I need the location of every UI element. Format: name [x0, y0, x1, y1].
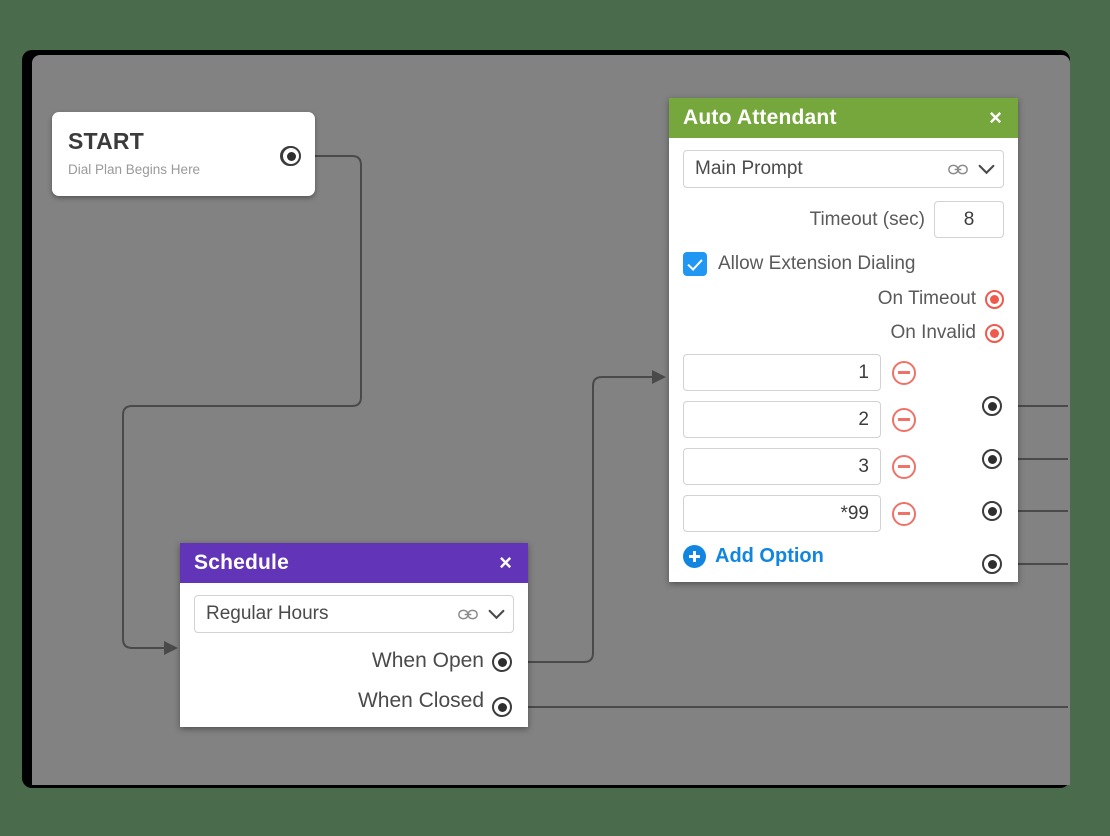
chevron-down-icon: [488, 609, 505, 619]
auto-attendant-panel-header: Auto Attendant ×: [669, 98, 1018, 138]
option-1-input[interactable]: 1: [683, 354, 881, 391]
timeout-input[interactable]: 8: [934, 201, 1004, 238]
remove-option-2-icon[interactable]: [892, 407, 916, 432]
timeout-row: Timeout (sec) 8: [683, 201, 1004, 238]
start-node-subtitle: Dial Plan Begins Here: [68, 162, 201, 177]
main-prompt-dropdown-icons: [948, 163, 995, 176]
main-prompt-dropdown[interactable]: Main Prompt: [683, 150, 1004, 188]
schedule-panel-body: Regular Hours When Open When Cl: [180, 583, 528, 727]
option-row: 2: [683, 401, 1004, 438]
add-option-label: Add Option: [715, 545, 824, 567]
auto-attendant-panel[interactable]: Auto Attendant × Main Prompt Ti: [669, 98, 1018, 582]
schedule-panel-title: Schedule: [194, 551, 289, 574]
main-prompt-dropdown-value: Main Prompt: [695, 158, 803, 179]
chevron-down-icon: [978, 164, 995, 174]
on-invalid-label: On Invalid: [890, 322, 976, 343]
on-invalid-row: On Invalid: [683, 322, 1004, 344]
option-row: 3: [683, 448, 1004, 485]
add-option-button[interactable]: Add Option: [683, 545, 1004, 568]
schedule-output-when-open-row: When Open: [194, 649, 514, 673]
on-timeout-radio[interactable]: [985, 289, 1004, 309]
remove-option-3-icon[interactable]: [892, 454, 916, 479]
option-2-input[interactable]: 2: [683, 401, 881, 438]
option-3-input[interactable]: 3: [683, 448, 881, 485]
timeout-label: Timeout (sec): [809, 208, 925, 230]
auto-attendant-panel-title: Auto Attendant: [683, 106, 837, 129]
on-timeout-row: On Timeout: [683, 288, 1004, 310]
option-99-output-port[interactable]: [982, 554, 1002, 574]
schedule-when-closed-label: When Closed: [357, 689, 484, 712]
chain-link-icon: [458, 609, 478, 619]
auto-attendant-close-icon[interactable]: ×: [989, 105, 1002, 130]
remove-option-99-icon[interactable]: [892, 501, 916, 526]
schedule-when-open-port[interactable]: [492, 652, 512, 672]
schedule-panel[interactable]: Schedule × Regular Hours When O: [180, 543, 528, 727]
start-output-port-dot[interactable]: [281, 146, 301, 166]
option-2-output-port[interactable]: [982, 449, 1002, 469]
option-3-output-port[interactable]: [982, 501, 1002, 521]
schedule-close-icon[interactable]: ×: [499, 550, 512, 575]
schedule-panel-header: Schedule ×: [180, 543, 528, 583]
remove-option-1-icon[interactable]: [892, 360, 916, 385]
schedule-output-when-closed-row: When Closed: [194, 689, 514, 713]
allow-extension-dialing-label: Allow Extension Dialing: [718, 253, 916, 274]
plus-circle-icon: [683, 545, 706, 568]
schedule-when-closed-port[interactable]: [492, 697, 512, 717]
on-invalid-radio[interactable]: [985, 323, 1004, 343]
on-timeout-label: On Timeout: [877, 288, 976, 309]
allow-extension-dialing-row: Allow Extension Dialing: [683, 252, 1004, 276]
auto-attendant-panel-body: Main Prompt Timeout (sec) 8: [669, 138, 1018, 582]
allow-extension-dialing-checkbox[interactable]: [683, 252, 707, 276]
start-node-title: START: [68, 128, 144, 154]
option-row: 1: [683, 354, 1004, 391]
schedule-dropdown-value: Regular Hours: [206, 603, 329, 624]
chain-link-icon: [948, 164, 968, 174]
schedule-dropdown[interactable]: Regular Hours: [194, 595, 514, 633]
option-row: *99: [683, 495, 1004, 532]
schedule-dropdown-icons: [458, 608, 505, 621]
start-node[interactable]: START Dial Plan Begins Here: [52, 112, 315, 196]
option-1-output-port[interactable]: [982, 396, 1002, 416]
option-99-input[interactable]: *99: [683, 495, 881, 532]
schedule-when-open-label: When Open: [371, 649, 484, 672]
